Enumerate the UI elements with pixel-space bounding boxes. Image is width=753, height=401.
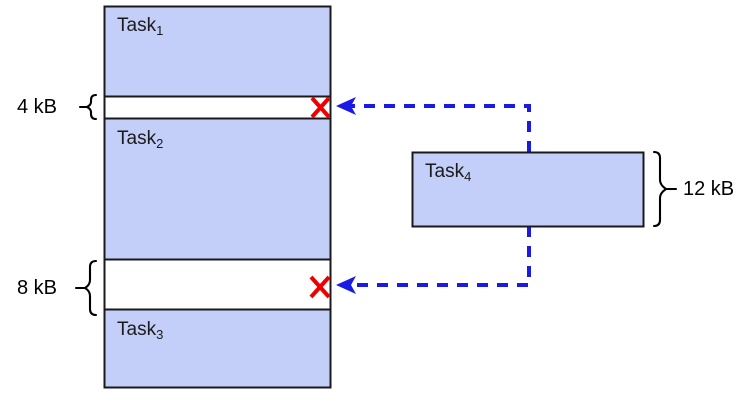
reject-x-lower-icon [309,275,331,299]
arrowhead-upper [336,97,356,115]
memory-column-border [103,5,332,389]
reject-path-upper [349,104,531,152]
brace-8kb [83,259,98,317]
label-task4-subscript: 4 [464,169,472,184]
incoming-task-block [411,151,645,228]
label-task3-subscript: 3 [156,327,164,342]
memory-free-hole-8kb [103,258,332,311]
reject-x-upper-icon [310,96,331,119]
memory-free-hole-4kb [103,95,332,120]
size-label-4kb: 4 kB [17,96,58,118]
label-task1-subscript: 1 [156,23,164,38]
brace-4kb [85,93,98,121]
memory-segment-task3 [103,308,332,389]
size-label-12kb: 12 kB [683,178,735,200]
label-task4-text: Task [425,161,465,182]
label-task2-subscript: 2 [156,136,164,151]
memory-segment-task2 [103,117,332,261]
label-task1-text: Task [117,15,157,36]
label-task2-text: Task [117,128,157,149]
memory-segment-task1 [103,5,332,98]
label-task3: Task3 [117,319,164,342]
label-task1: Task1 [117,15,164,38]
arrowhead-lower [336,276,356,294]
label-task2: Task2 [117,128,164,151]
label-task4: Task4 [425,161,472,184]
brace-12kb [652,150,668,228]
label-task3-text: Task [117,319,157,340]
reject-path-lower [349,226,531,287]
size-label-8kb: 8 kB [17,277,58,299]
